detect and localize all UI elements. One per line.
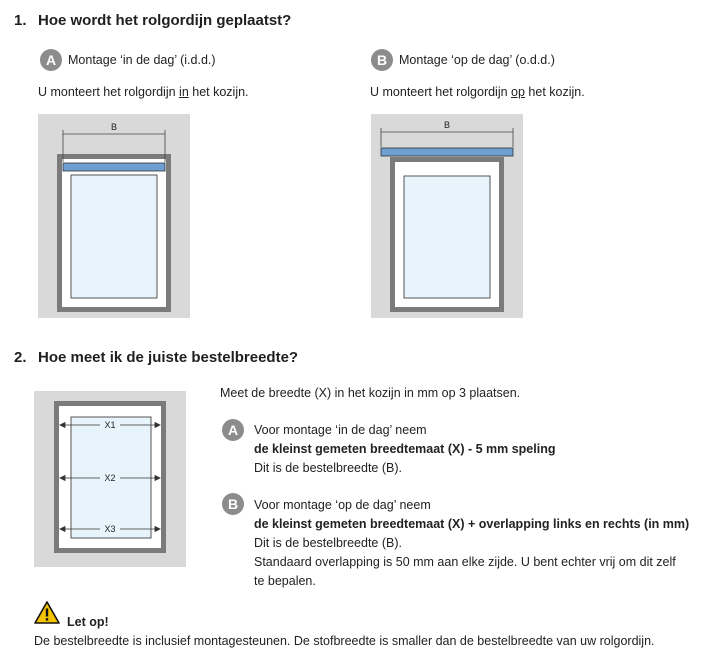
measure-b-line3: Dit is de bestelbreedte (B). — [254, 536, 402, 550]
option-b-header: B Montage ‘op de dag’ (o.d.d.) — [371, 49, 555, 71]
option-a-description: U monteert het rolgordijn in het kozijn. — [38, 83, 249, 102]
warning-triangle-icon — [34, 601, 60, 624]
section2-number: 2. — [14, 349, 27, 366]
option-b-desc-emphasis: op — [511, 85, 525, 99]
arrowhead-x2-left — [59, 474, 66, 482]
option-a-desc-pre: U monteert het rolgordijn — [38, 85, 180, 99]
warning-dot — [45, 618, 49, 621]
measure-a-text: Voor montage ‘in de dag’ neem de kleinst… — [254, 421, 555, 478]
window-glass — [70, 174, 158, 299]
dim-label-b: B — [444, 120, 450, 130]
blind-rail — [380, 147, 514, 157]
section1-title: Hoe wordt het rolgordijn geplaatst? — [38, 12, 292, 29]
warning-title: Let op! — [67, 615, 109, 629]
option-a-badge: A — [40, 49, 62, 71]
measure-a-line2: de kleinst gemeten breedtemaat (X) - 5 m… — [254, 442, 556, 456]
option-a-desc-post: het kozijn. — [188, 85, 249, 99]
warning-bar — [45, 608, 49, 617]
option-a-header: A Montage ‘in de dag’ (i.d.d.) — [40, 49, 216, 71]
diagram-op-de-dag: B — [371, 114, 523, 318]
diagram-in-de-dag: B — [38, 114, 190, 318]
option-b-desc-pre: U monteert het rolgordijn — [370, 85, 512, 99]
measure-b-text: Voor montage ‘op de dag’ neem de kleinst… — [254, 496, 689, 591]
measure-b-line5: te bepalen. — [254, 574, 316, 588]
option-b-description: U monteert het rolgordijn op het kozijn. — [370, 83, 585, 102]
arrowhead-x3-left — [59, 525, 66, 533]
measure-b-line4: Standaard overlapping is 50 mm aan elke … — [254, 555, 676, 569]
arrowhead-x1-right — [154, 421, 161, 429]
label-x3: X3 — [104, 524, 115, 534]
measure-a-line3: Dit is de bestelbreedte (B). — [254, 461, 402, 475]
section2-title: Hoe meet ik de juiste bestelbreedte? — [38, 349, 299, 366]
window-glass — [70, 416, 152, 539]
label-x1: X1 — [104, 420, 115, 430]
section2-heading: 2. Hoe meet ik de juiste bestelbreedte? — [14, 349, 298, 366]
option-b-label: Montage ‘op de dag’ (o.d.d.) — [399, 53, 555, 67]
measure-a-badge: A — [222, 419, 244, 441]
arrowhead-x2-right — [154, 474, 161, 482]
option-b-desc-post: het kozijn. — [524, 85, 585, 99]
measure-b-line2: de kleinst gemeten breedtemaat (X) + ove… — [254, 517, 690, 531]
option-a-desc-emphasis: in — [179, 85, 189, 99]
dim-label-b: B — [111, 122, 117, 132]
window-glass — [403, 175, 491, 299]
section1-number: 1. — [14, 12, 27, 29]
label-x2: X2 — [104, 473, 115, 483]
measure-b-badge: B — [222, 493, 244, 515]
warning-text: De bestelbreedte is inclusief montageste… — [34, 634, 655, 648]
measure-a-line1: Voor montage ‘in de dag’ neem — [254, 423, 427, 437]
option-a-label: Montage ‘in de dag’ (i.d.d.) — [68, 53, 216, 67]
section1-heading: 1. Hoe wordt het rolgordijn geplaatst? — [14, 12, 291, 29]
arrowhead-x1-left — [59, 421, 66, 429]
blind-rail — [62, 162, 166, 172]
arrowhead-x3-right — [154, 525, 161, 533]
option-b-badge: B — [371, 49, 393, 71]
measure-intro: Meet de breedte (X) in het kozijn in mm … — [220, 386, 521, 400]
measure-arrows — [59, 421, 161, 533]
measure-b-line1: Voor montage ‘op de dag’ neem — [254, 498, 431, 512]
diagram-measurement: X1 X2 X3 — [34, 391, 186, 567]
